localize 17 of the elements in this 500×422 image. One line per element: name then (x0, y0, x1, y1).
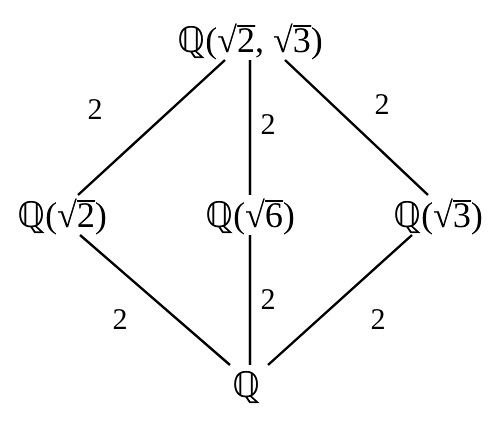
connector-line (267, 234, 413, 366)
edge-label: 2 (260, 284, 276, 316)
field-expression: ℚ (224, 365, 268, 405)
connector-line (77, 59, 226, 196)
field-expression: ℚ(√2, √3) (177, 20, 323, 60)
field-expression: ℚ(√2) (17, 195, 107, 235)
edge-label: 2 (370, 304, 386, 336)
field-expression: ℚ(√3) (393, 195, 483, 235)
edge-label: 2 (260, 109, 276, 141)
connector-line (248, 60, 252, 195)
edge-label: 2 (88, 94, 102, 126)
field-expression: ℚ(√6) (205, 195, 295, 235)
connector-line (284, 59, 429, 196)
edge-label: 2 (374, 89, 390, 121)
edge-label: 2 (112, 304, 128, 336)
connector-line (248, 235, 252, 365)
connector-line (79, 234, 231, 366)
